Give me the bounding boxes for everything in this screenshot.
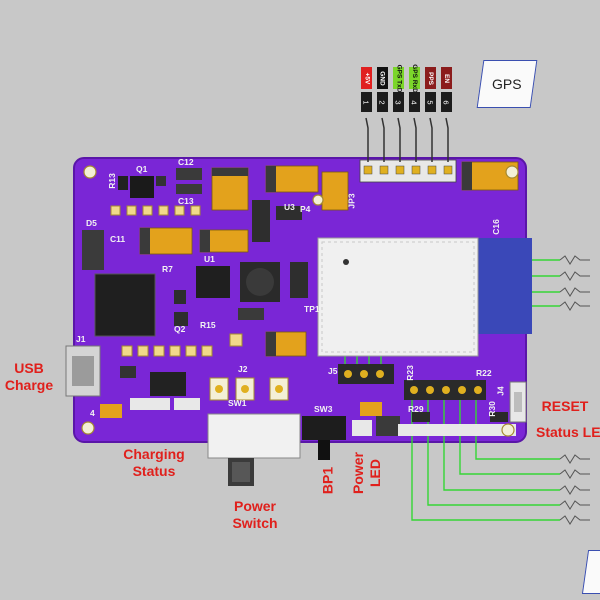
pin-number-3: 3: [393, 92, 404, 112]
silk-j4: J4: [495, 386, 506, 396]
power-switch-callout: Power Switch: [232, 498, 278, 531]
silk-u1: U1: [204, 254, 215, 264]
silk-c4: 4: [90, 408, 95, 418]
silk-sw1: SW1: [228, 398, 247, 408]
pin-label-6: EN: [441, 67, 452, 89]
wire-break-marks: [559, 255, 590, 525]
mid-left-components: [82, 200, 308, 357]
silk-q2: Q2: [174, 324, 186, 334]
silk-r13: R13: [106, 173, 117, 189]
reset-button: [509, 381, 527, 423]
bp1-button: [302, 416, 346, 460]
pin-number-5: 5: [425, 92, 436, 112]
reset-callout: RESET: [541, 398, 589, 414]
silk-r29: R29: [408, 404, 424, 414]
pin-number-2: 2: [377, 92, 388, 112]
bottom-headers: [338, 364, 516, 436]
usb-charge-callout: USB Charge: [4, 360, 54, 393]
silk-c16: C16: [490, 219, 501, 235]
header-connector-pins: [359, 117, 457, 183]
silk-d5: D5: [86, 218, 97, 228]
wire-8: [459, 392, 560, 475]
pin-label-2: GND: [377, 67, 388, 89]
usb-connector: [65, 345, 101, 397]
pin-number-1: 1: [361, 92, 372, 112]
pin-label-3: GPS TxD: [393, 64, 404, 92]
pad-row-2: [121, 333, 243, 357]
pin-label-5: PPS: [425, 67, 436, 89]
silk-sw3: SW3: [314, 404, 333, 414]
silk-j5: J5: [328, 366, 338, 376]
wire-9: [475, 392, 560, 460]
bottom-left-components: [100, 366, 289, 418]
silk-j2: J2: [238, 364, 248, 374]
silk-jp3: JP3: [346, 193, 357, 209]
pin-number-4: 4: [409, 92, 420, 112]
bp1-callout: BP1: [319, 466, 336, 495]
silk-r22: R22: [476, 368, 492, 378]
silk-r15: R15: [200, 320, 216, 330]
silk-tp1: TP1: [304, 304, 320, 314]
silk-r7: R7: [162, 264, 173, 274]
silk-q1: Q1: [136, 164, 148, 174]
gps-label: GPS: [492, 76, 522, 92]
mount-holes: [81, 165, 519, 437]
pin-label-4: GPS RxD: [409, 64, 420, 92]
status-led-callout: Status LE: [536, 424, 600, 440]
silk-c12: C12: [178, 157, 194, 167]
silk-c11: C11: [110, 234, 126, 244]
power-switch-body: [207, 413, 301, 486]
silk-r23: R23: [404, 365, 415, 381]
silk-u3: U3: [284, 202, 295, 212]
charging-status-callout: Charging Status: [123, 446, 185, 479]
pin-label-1: +5V: [361, 67, 372, 89]
pad-row-1: [110, 205, 201, 216]
esp-module: [317, 237, 532, 357]
silk-j1: J1: [76, 334, 86, 344]
silk-r30: R30: [486, 401, 497, 417]
gps-module-box[interactable]: GPS: [476, 60, 538, 108]
silk-p4: P4: [300, 204, 311, 214]
pin-number-6: 6: [441, 92, 452, 112]
power-led-callout: Power LED: [350, 452, 383, 495]
silk-c13: C13: [178, 196, 194, 206]
